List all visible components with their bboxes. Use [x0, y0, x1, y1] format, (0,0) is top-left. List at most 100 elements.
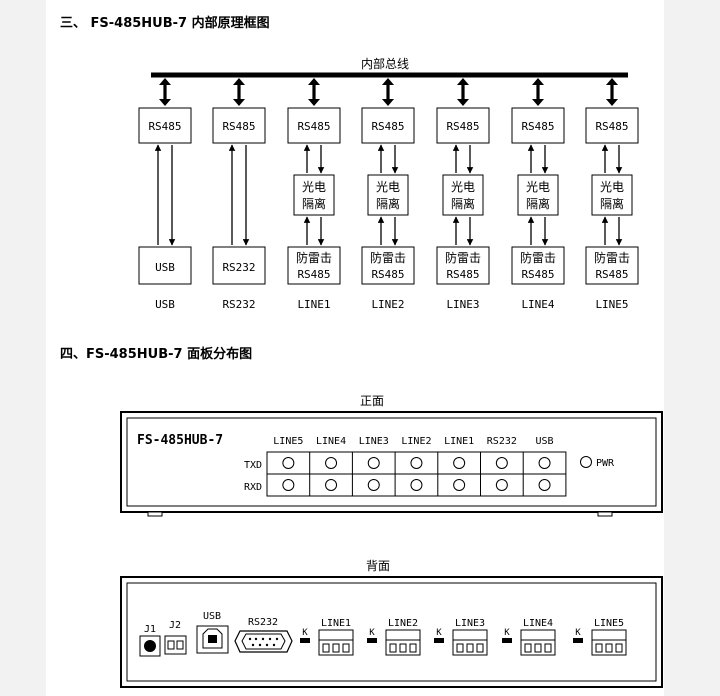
- k-switch-icon: [434, 638, 444, 643]
- opto-box-line2: 隔离: [526, 196, 550, 211]
- port-box: [511, 246, 565, 285]
- column-label: LINE1: [297, 298, 330, 311]
- rs485-box: [287, 107, 341, 144]
- opto-box-line2: 隔离: [302, 196, 326, 211]
- opto-box-line2: 隔离: [600, 196, 624, 211]
- back-line-label: LINE5: [594, 618, 624, 629]
- j1-label: J1: [144, 624, 156, 635]
- front-port-label-line4: LINE4: [316, 436, 346, 447]
- front-port-label-line3: LINE3: [359, 436, 389, 447]
- bus-label: 内部总线: [361, 56, 409, 71]
- k-switch-label: K: [575, 628, 581, 638]
- opto-isolation-box: [442, 174, 484, 216]
- port-box: [436, 246, 490, 285]
- front-port-label-rs232: RS232: [487, 436, 517, 447]
- port-box: [287, 246, 341, 285]
- rs485-box: [361, 107, 415, 144]
- pwr-led: [580, 456, 592, 468]
- back-line-label: LINE4: [523, 618, 553, 629]
- txd-led-line2: [410, 457, 423, 469]
- back-panel-caption: 背面: [366, 559, 390, 573]
- rxd-led-line5: [282, 479, 295, 491]
- front-model-name: FS-485HUB-7: [137, 433, 223, 448]
- port-box: [138, 246, 192, 285]
- opto-box-line1: 光电: [526, 180, 550, 194]
- rxd-led-line2: [410, 479, 423, 491]
- rxd-led-usb: [538, 479, 551, 491]
- port-box-line1: 防雷击: [296, 250, 332, 265]
- back-line-label: LINE1: [321, 618, 351, 629]
- back-line-label: LINE3: [455, 618, 485, 629]
- column-label: RS232: [222, 298, 255, 311]
- column-label: LINE4: [521, 298, 554, 311]
- k-switch-label: K: [302, 628, 308, 638]
- front-port-label-line5: LINE5: [273, 436, 303, 447]
- usb-port-label: USB: [203, 611, 221, 622]
- port-box-line1: 防雷击: [370, 250, 406, 265]
- front-panel-caption: 正面: [360, 394, 384, 408]
- front-port-label-line2: LINE2: [401, 436, 431, 447]
- rs485-box: [585, 107, 639, 144]
- opto-box-line1: 光电: [600, 180, 624, 194]
- rs485-box-label: RS485: [521, 120, 554, 133]
- txd-row-label: TXD: [244, 460, 262, 471]
- rs485-box: [212, 107, 266, 144]
- column-label: LINE5: [595, 298, 628, 311]
- rxd-led-line3: [367, 479, 380, 491]
- rs485-box-label: RS485: [371, 120, 404, 133]
- rs485-box-label: RS485: [297, 120, 330, 133]
- front-port-label-usb: USB: [536, 436, 554, 447]
- j2-label: J2: [169, 620, 181, 631]
- k-switch-icon: [367, 638, 377, 643]
- k-switch-icon: [502, 638, 512, 643]
- port-box-line2: RS485: [297, 268, 330, 281]
- rs485-box-label: RS485: [148, 120, 181, 133]
- column-label: LINE2: [371, 298, 404, 311]
- rxd-led-line4: [325, 479, 338, 491]
- rs485-box-label: RS485: [222, 120, 255, 133]
- opto-box-line1: 光电: [451, 180, 475, 194]
- port-box-label: USB: [155, 261, 175, 274]
- column-label: LINE3: [446, 298, 479, 311]
- port-box-label: RS232: [222, 261, 255, 274]
- port-box-line1: 防雷击: [520, 250, 556, 265]
- k-switch-label: K: [504, 628, 510, 638]
- k-switch-label: K: [436, 628, 442, 638]
- port-box: [361, 246, 415, 285]
- k-switch-icon: [300, 638, 310, 643]
- rxd-row-label: RXD: [244, 482, 262, 493]
- j1-power-jack: [139, 635, 161, 657]
- txd-led-line1: [453, 457, 466, 469]
- opto-box-line1: 光电: [302, 180, 326, 194]
- opto-isolation-box: [367, 174, 409, 216]
- port-box-line2: RS485: [371, 268, 404, 281]
- opto-isolation-box: [517, 174, 559, 216]
- j2-jumper: [164, 635, 187, 655]
- txd-led-usb: [538, 457, 551, 469]
- k-switch-icon: [573, 638, 583, 643]
- txd-led-line3: [367, 457, 380, 469]
- txd-led-line4: [325, 457, 338, 469]
- txd-led-line5: [282, 457, 295, 469]
- port-box-line1: 防雷击: [445, 250, 481, 265]
- section-4-title: 四、FS-485HUB-7 面板分布图: [60, 347, 253, 362]
- port-box-line2: RS485: [521, 268, 554, 281]
- rs485-box: [138, 107, 192, 144]
- section-3-title: 三、 FS-485HUB-7 内部原理框图: [60, 16, 270, 31]
- rxd-led-line1: [453, 479, 466, 491]
